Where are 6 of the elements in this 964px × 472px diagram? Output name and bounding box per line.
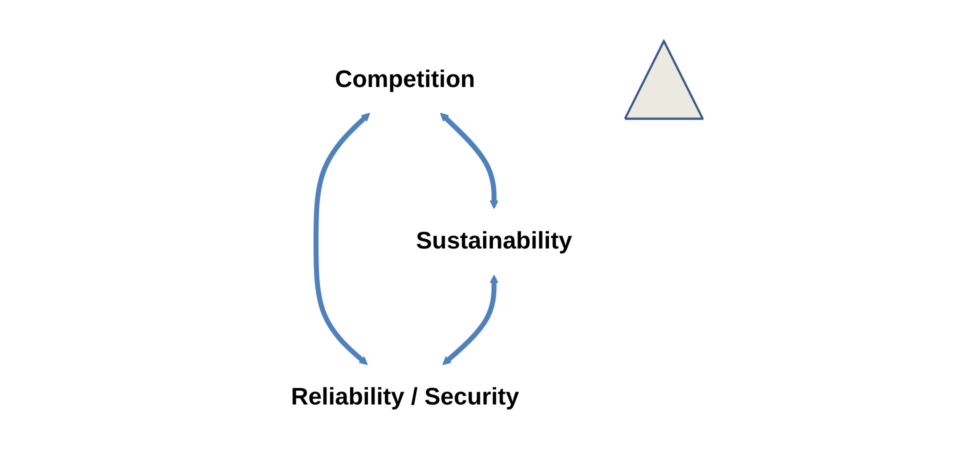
arrow xyxy=(442,274,499,366)
arrow xyxy=(440,112,499,210)
node-text: Competition xyxy=(335,66,476,94)
node-text: Sustainability xyxy=(416,228,572,255)
node-text: Reliability / Security xyxy=(291,384,520,411)
arrow xyxy=(314,112,370,366)
